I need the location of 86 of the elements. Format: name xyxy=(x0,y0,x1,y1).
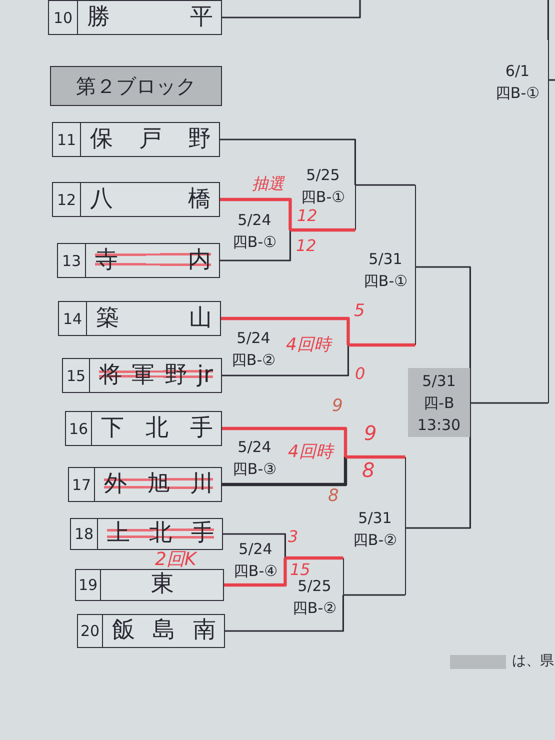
seed-number: 16 xyxy=(66,412,92,445)
team-name: 飯島南 xyxy=(112,618,216,644)
match-date: 5/24 xyxy=(238,210,272,231)
match-date: 5/24 xyxy=(238,437,272,458)
seed-number: 18 xyxy=(71,519,98,549)
match-venue: 四B-① xyxy=(300,187,346,208)
bracket-line xyxy=(223,533,286,558)
faded-score: 9 xyxy=(332,398,343,415)
handwritten-score: 3 xyxy=(288,529,298,545)
match-date: 5/25 xyxy=(298,576,332,597)
seed-number: 19 xyxy=(76,570,101,600)
bracket-line xyxy=(285,556,344,560)
match-venue: 四B-① xyxy=(495,83,540,104)
match-venue: 四B-① xyxy=(232,232,277,253)
handwritten-score: 9 xyxy=(364,423,377,443)
seed-number: 12 xyxy=(53,183,81,216)
match-venue: 四B-③ xyxy=(232,459,277,480)
handwritten-score: 12 xyxy=(296,238,316,254)
match-date: 5/24 xyxy=(238,539,272,560)
handwritten-score: 0 xyxy=(355,366,366,382)
team-name: 八橋 xyxy=(90,186,211,212)
match-date: 5/25 xyxy=(306,165,340,186)
match-date: 5/31 xyxy=(358,508,392,529)
team-box xyxy=(52,182,220,217)
handwritten-note: 2回K xyxy=(155,550,196,568)
team-name: 保戸野 xyxy=(90,126,211,152)
match-date: 5/31 xyxy=(368,249,402,270)
bracket-line xyxy=(222,426,348,457)
match-date: 5/24 xyxy=(236,328,270,349)
team-box xyxy=(65,411,222,446)
bracket-line xyxy=(222,457,348,486)
bracket-line xyxy=(225,595,344,632)
bracket-line xyxy=(224,558,287,587)
faded-score: 8 xyxy=(328,488,339,505)
seed-number: 10 xyxy=(49,1,78,34)
bracket-line xyxy=(415,266,471,368)
match-venue: 四B-② xyxy=(292,598,337,619)
seed-number: 13 xyxy=(58,244,86,277)
bracket-line xyxy=(348,343,416,347)
team-name: 東 xyxy=(150,572,175,598)
bracket-line xyxy=(220,138,356,185)
bracket-line xyxy=(548,79,555,81)
team-name: 下北手 xyxy=(101,416,213,442)
handwritten-score: 5 xyxy=(354,303,365,320)
match-venue: 四B-② xyxy=(231,350,276,371)
header-box xyxy=(50,66,222,106)
seed-number: 20 xyxy=(78,615,103,647)
handwritten-note: 抽選 xyxy=(252,176,284,192)
match-time: 13:30 xyxy=(417,414,461,436)
seed-number: 17 xyxy=(69,468,95,501)
bracket-line xyxy=(222,345,349,376)
match-date: 5/31 xyxy=(422,370,456,392)
team-name: 築山 xyxy=(96,306,212,332)
handwritten-note: 4回時 xyxy=(286,337,331,354)
match-venue: 四B-④ xyxy=(233,561,278,582)
match-date: 6/1 xyxy=(505,61,530,82)
bracket-line xyxy=(220,198,292,230)
legend-text: は、県 xyxy=(512,653,554,670)
bracket-line xyxy=(470,402,548,404)
team-box xyxy=(58,301,221,336)
bracket-line xyxy=(290,228,356,232)
team-box xyxy=(48,0,222,35)
match-venue: 四-B xyxy=(424,392,454,414)
bracket-line xyxy=(222,0,361,18)
team-box xyxy=(75,569,224,601)
match-venue: 四B-① xyxy=(363,271,408,292)
bracket-line xyxy=(355,184,416,186)
team-box xyxy=(52,122,220,157)
handwritten-score: 12 xyxy=(297,208,318,224)
bracket-line xyxy=(405,437,471,529)
seed-number: 15 xyxy=(63,359,90,392)
bracket-line xyxy=(346,455,406,459)
block-heading: 第２ブロック xyxy=(76,72,196,100)
match-box xyxy=(408,368,471,437)
handwritten-score: 15 xyxy=(290,562,310,578)
bracket-line xyxy=(343,594,406,596)
bracket-line xyxy=(221,316,350,345)
handwritten-score: 8 xyxy=(362,460,375,480)
seed-number: 14 xyxy=(59,302,87,335)
team-box xyxy=(77,614,225,648)
seed-number: 11 xyxy=(53,123,81,156)
handwritten-note: 4回時 xyxy=(288,444,333,461)
team-name: 勝平 xyxy=(87,4,213,30)
bracket-line xyxy=(220,230,291,262)
match-venue: 四B-② xyxy=(352,530,398,551)
bracket-line xyxy=(547,0,549,40)
